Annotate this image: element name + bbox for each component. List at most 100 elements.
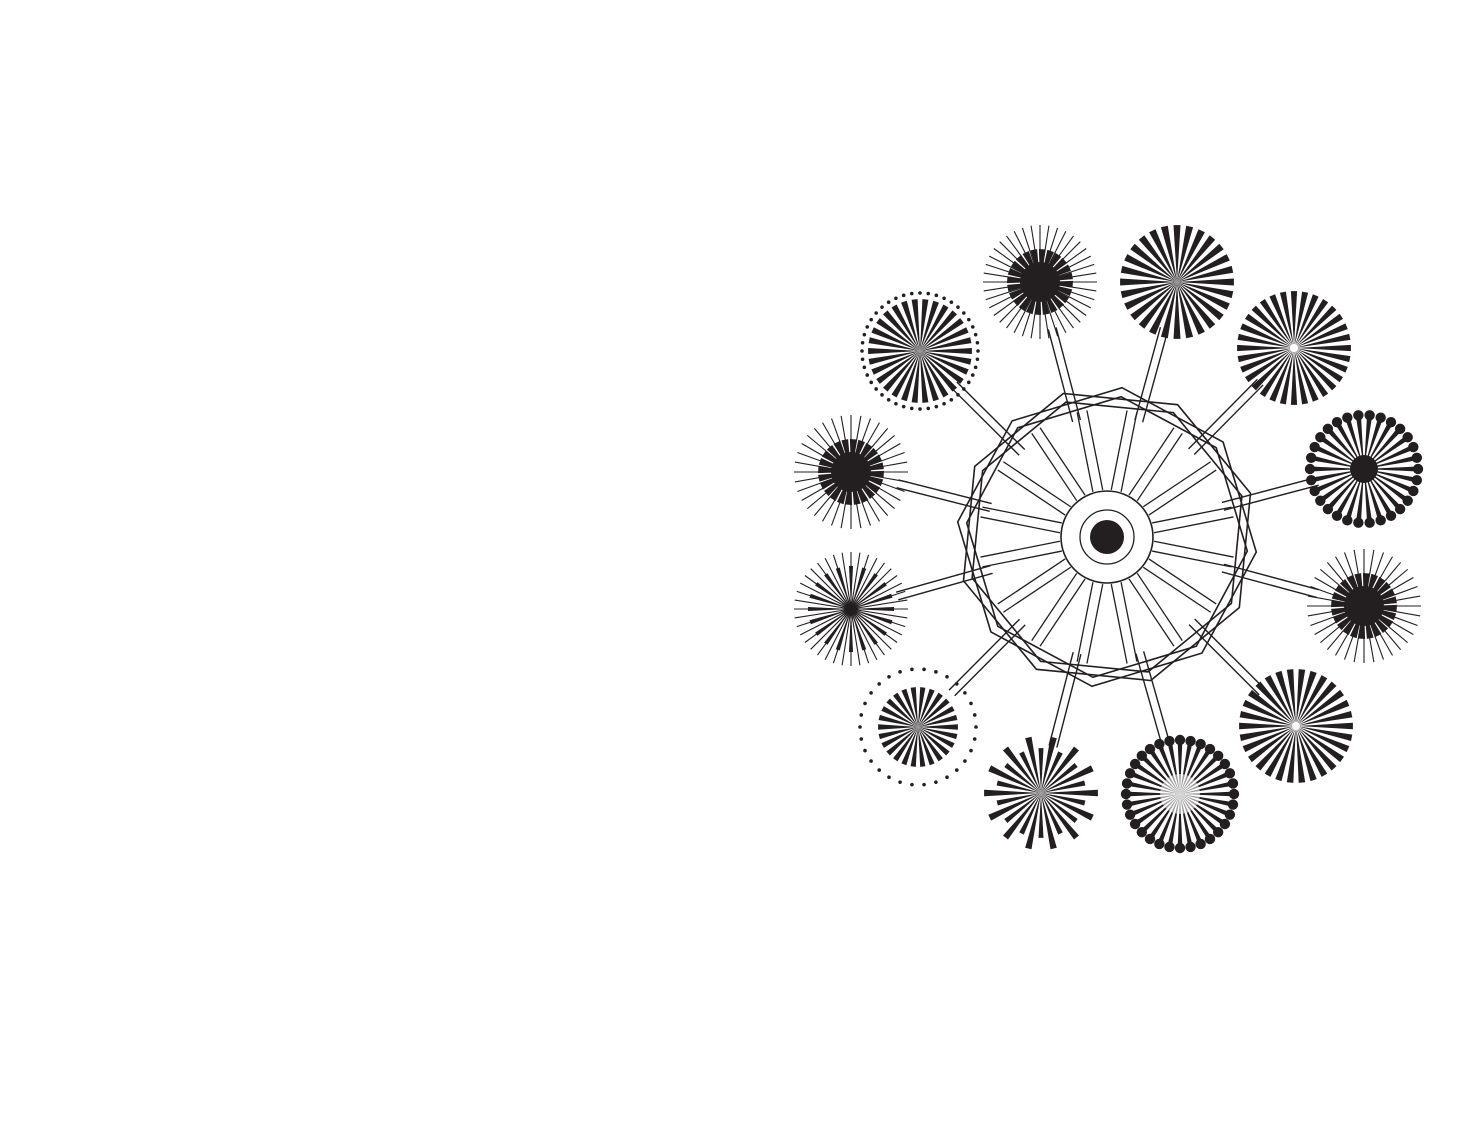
burst-ray [851, 609, 878, 645]
burst-ring-dot [894, 401, 898, 406]
burst-ring-dot [942, 401, 946, 406]
burst-ring-dot [874, 311, 878, 315]
burst-bottom-left-star [984, 736, 1098, 850]
burst-ray [835, 609, 851, 651]
burst-ray [920, 299, 929, 351]
burst-ray [920, 351, 964, 384]
burst-ray [878, 724, 918, 730]
burst-ring-dot [975, 357, 980, 362]
burst-dot [1136, 750, 1148, 762]
burst-ray [815, 609, 851, 636]
burst-ray [918, 714, 958, 727]
spoke-line [1086, 583, 1104, 664]
burst-ring-dot [970, 325, 975, 329]
burst-ray [918, 727, 926, 767]
spoke-line [997, 558, 1066, 605]
burst-ray [851, 582, 887, 609]
burst-ring-dot [901, 404, 906, 409]
burst-ray [1004, 793, 1041, 823]
burst-ring-dot [945, 674, 949, 679]
burst-ray [893, 692, 918, 727]
burst-ring-dot [860, 357, 865, 362]
burst-line [850, 552, 861, 610]
burst-dot [1129, 818, 1141, 830]
burst-ray [881, 706, 918, 727]
burst-ray [1245, 313, 1293, 347]
spoke-line [1120, 581, 1138, 662]
burst-dot [1375, 412, 1386, 423]
burst-ray [920, 351, 939, 402]
spoke-line [1142, 566, 1212, 613]
burst-ray [1264, 727, 1295, 777]
connector-line [1047, 329, 1074, 423]
burst-bottom-dots [1120, 734, 1240, 854]
burst-ray [815, 582, 851, 609]
burst-ray [886, 698, 918, 727]
burst-ray [1120, 282, 1177, 299]
burst-ray [1177, 282, 1205, 335]
spoke-line [982, 506, 1063, 524]
burst-dot [1219, 758, 1231, 770]
burst-ring-dot [956, 305, 960, 309]
mandala-core [956, 386, 1258, 688]
burst-ray [918, 688, 935, 727]
octagon-inner [971, 401, 1243, 673]
burst-ray [910, 687, 918, 727]
burst-dot [1408, 485, 1419, 497]
burst-dot [1411, 475, 1423, 486]
spoke-line [1076, 581, 1094, 662]
burst-ray [878, 714, 918, 727]
connector-line [898, 479, 992, 505]
burst-ring-dot [972, 737, 977, 741]
burst-ray [876, 351, 920, 384]
spoke-line [1031, 432, 1078, 502]
spoke-line [1039, 578, 1086, 647]
burst-ray [808, 607, 851, 611]
burst-ring-dot [858, 725, 862, 729]
burst-ring-dot [910, 782, 914, 787]
burst-ray [1294, 294, 1319, 347]
burst-ray [1003, 793, 1041, 840]
burst-ray [1298, 722, 1353, 730]
burst-ray [851, 607, 894, 611]
burst-ray [1297, 727, 1337, 771]
burst-ray [1259, 349, 1293, 397]
connector-line [954, 624, 1026, 697]
burst-dot [1124, 768, 1136, 779]
burst-dot [1228, 788, 1240, 800]
burst-dot [1120, 788, 1132, 800]
burst-ray [1019, 751, 1041, 793]
connector-line [1055, 327, 1082, 421]
spoke-line [1128, 578, 1175, 647]
burst-ray [1041, 736, 1057, 793]
burst-dot [1305, 475, 1317, 486]
burst-ray [911, 351, 920, 403]
burst-ray [910, 727, 918, 767]
burst-line [850, 608, 903, 636]
connector-line [1193, 384, 1264, 456]
burst-dot [1144, 833, 1156, 845]
burst-ray [891, 304, 920, 351]
burst-ray [868, 348, 920, 354]
spoke-line [1002, 461, 1072, 508]
burst-ring-dot [966, 317, 971, 322]
burst-ring-dot [898, 670, 902, 674]
burst-center [1344, 586, 1384, 626]
spoke-line [1120, 412, 1138, 493]
burst-ring-dot [949, 300, 954, 305]
spoke-line [1136, 572, 1183, 642]
burst-dot [1309, 441, 1320, 453]
burst-ring-dot [966, 380, 971, 385]
burst-ring-dot [970, 373, 975, 377]
burst-dot [1315, 432, 1326, 443]
spoke-line [1128, 427, 1175, 496]
burst-ring-dot [975, 340, 980, 345]
burst-ring-dot [898, 780, 902, 784]
burst-ring-dot [863, 748, 867, 753]
burst-ray [1177, 235, 1216, 282]
connector-line [1223, 484, 1319, 511]
burst-dot [1212, 826, 1224, 838]
burst-ray [1041, 793, 1063, 835]
connector-line [1194, 618, 1266, 690]
spoke-line [1148, 469, 1217, 516]
